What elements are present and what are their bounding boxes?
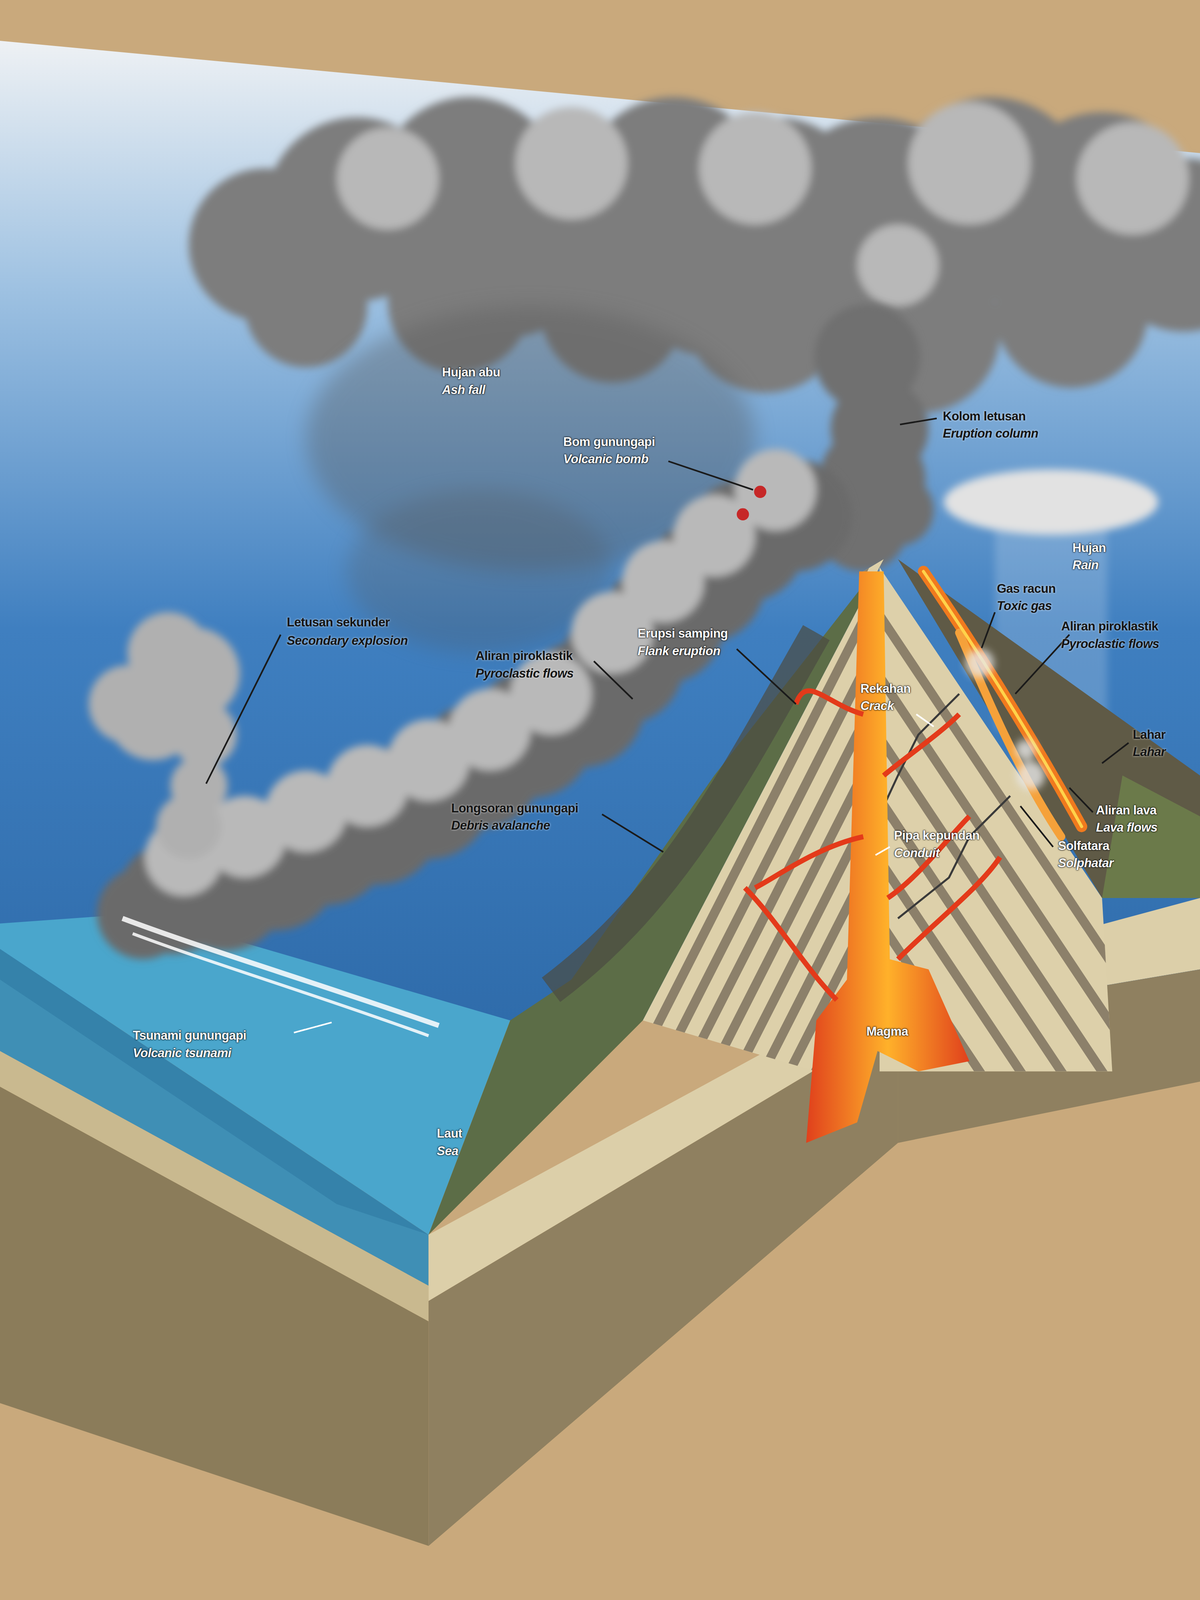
label-english: Lahar bbox=[1132, 744, 1166, 760]
label-indonesian: Magma bbox=[866, 1024, 908, 1039]
label-indonesian: Tsunami gunungapi bbox=[132, 1028, 247, 1043]
label-english: Pyroclastic flows bbox=[1061, 636, 1160, 652]
label-english: Volcanic tsunami bbox=[132, 1046, 232, 1061]
label-indonesian: Aliran piroklastik bbox=[475, 648, 573, 664]
label-english: Toxic gas bbox=[996, 598, 1052, 614]
label-english: Rain bbox=[1072, 558, 1099, 573]
label-english: Eruption column bbox=[942, 426, 1039, 441]
label-indonesian: Hujan bbox=[1072, 540, 1106, 556]
label-indonesian: Aliran piroklastik bbox=[1061, 619, 1159, 634]
label-english: Secondary explosion bbox=[286, 633, 408, 648]
label-indonesian: Pipa kepundan bbox=[894, 828, 980, 843]
label-indonesian: Aliran lava bbox=[1096, 803, 1157, 818]
label-indonesian: Kolom letusan bbox=[942, 409, 1026, 424]
label-indonesian: Gas racun bbox=[996, 581, 1056, 596]
label-english: Flank eruption bbox=[637, 644, 721, 659]
label-english: Debris avalanche bbox=[451, 818, 550, 833]
label-indonesian: Longsoran gunungapi bbox=[451, 801, 579, 816]
label-english: Sea bbox=[436, 1144, 459, 1159]
label-english: Conduit bbox=[894, 846, 940, 861]
label-indonesian: Hujan abu bbox=[442, 365, 500, 380]
label-indonesian: Lahar bbox=[1132, 727, 1166, 742]
label-english: Pyroclastic flows bbox=[475, 666, 574, 681]
label-english: Lava flows bbox=[1096, 820, 1158, 835]
label-english: Crack bbox=[860, 698, 894, 714]
label-english: Ash fall bbox=[442, 382, 486, 398]
label-indonesian: Rekahan bbox=[860, 681, 911, 696]
label-indonesian: Letusan sekunder bbox=[286, 615, 390, 630]
label-indonesian: Bom gunungapi bbox=[563, 434, 655, 450]
label-indonesian: Laut bbox=[436, 1126, 462, 1141]
label-english: Volcanic bomb bbox=[563, 452, 649, 467]
label-indonesian: Erupsi samping bbox=[637, 626, 728, 641]
label-indonesian: Solfatara bbox=[1058, 838, 1110, 854]
label-english: Solphatar bbox=[1058, 856, 1114, 871]
